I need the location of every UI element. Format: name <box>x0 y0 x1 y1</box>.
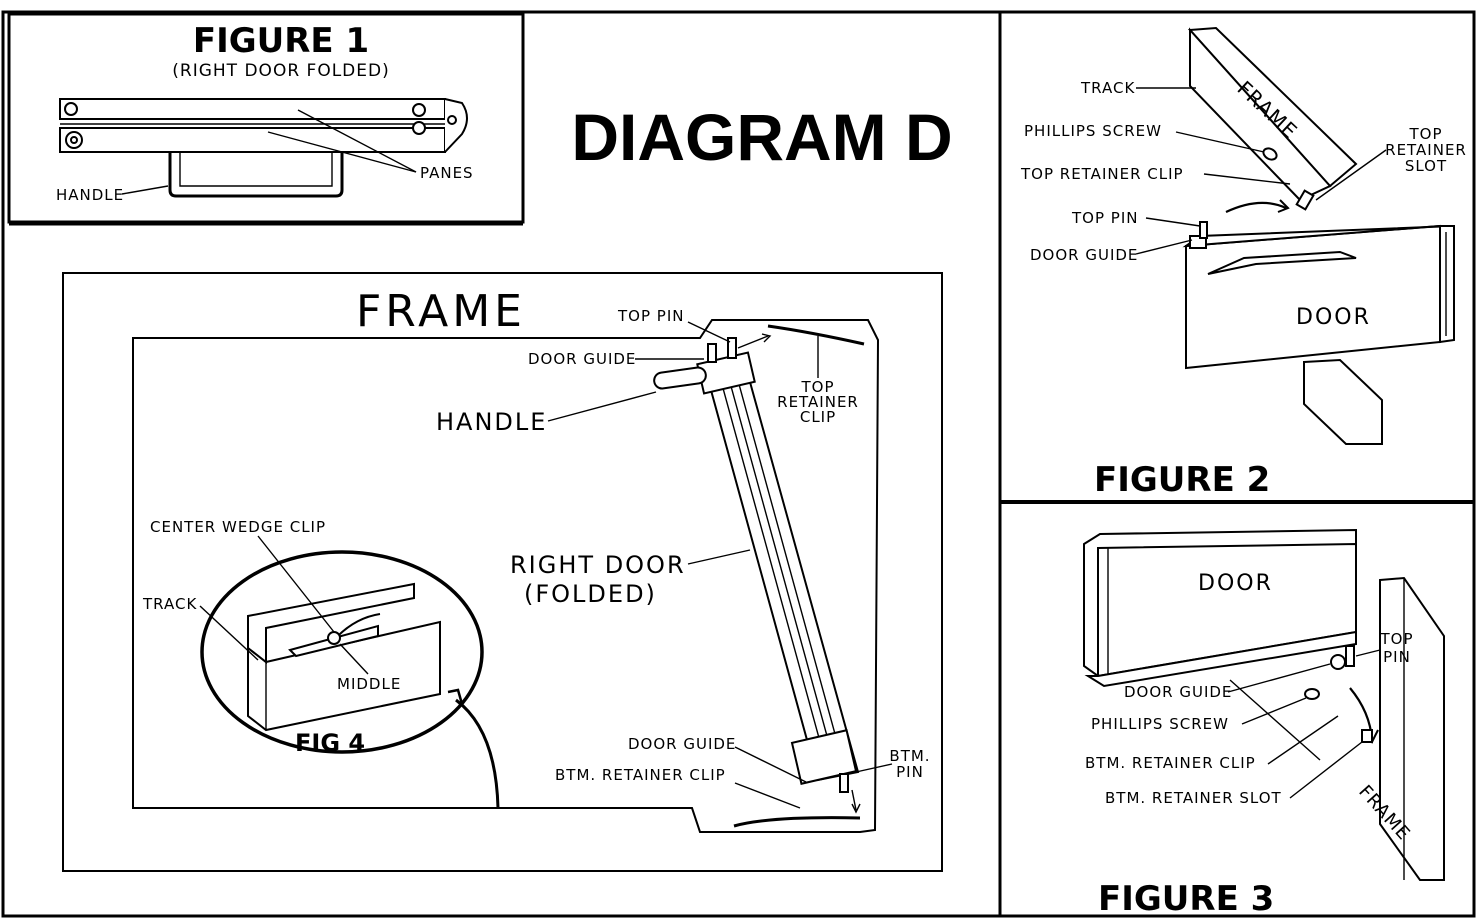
figure2-label-top-pin: TOP PIN <box>1071 209 1138 227</box>
figure4-label-middle: MIDDLE <box>337 675 401 693</box>
figure2-label-top-retainer-slot-1: TOP <box>1408 125 1442 143</box>
figure4-title: FIG 4 <box>295 729 365 757</box>
figure3-label-btm-retainer-slot: BTM. RETAINER SLOT <box>1105 789 1282 807</box>
figure2-label-top-retainer-clip: TOP RETAINER CLIP <box>1020 165 1184 183</box>
figure2-label-door-guide: DOOR GUIDE <box>1030 246 1138 264</box>
figure3-door-drawing <box>1083 528 1357 688</box>
figure3-label-top-pin-1: TOP <box>1379 630 1413 648</box>
figure3-panel: FRAME DOOR TOP PIN DOOR GUIDE PHILLIPS S… <box>1083 528 1445 919</box>
figure1-label-panes: PANES <box>420 164 474 182</box>
diagram-title: DIAGRAM D <box>571 100 952 174</box>
figure2-door-drawing <box>1182 221 1455 370</box>
figure2-title: FIGURE 2 <box>1094 460 1270 500</box>
main-label-btm-pin-2: PIN <box>896 763 924 781</box>
figure2-label-track: TRACK <box>1080 79 1135 97</box>
frame-title: FRAME <box>356 286 526 337</box>
figure4-callout: CENTER WEDGE CLIP TRACK MIDDLE FIG 4 <box>142 518 500 809</box>
main-frame-panel: FRAME TOP PIN DOOR GUIDE HANDLE TOP <box>62 272 943 872</box>
figure4-label-center-wedge-clip: CENTER WEDGE CLIP <box>150 518 326 536</box>
main-label-door-guide-bottom: DOOR GUIDE <box>628 735 736 753</box>
figure4-track-drawing <box>247 582 441 732</box>
figure1-border <box>7 12 525 224</box>
figure3-label-door-guide: DOOR GUIDE <box>1124 683 1232 701</box>
main-label-btm-pin-1: BTM. <box>889 747 930 765</box>
frame-outer <box>62 272 943 872</box>
figure1-subtitle: (RIGHT DOOR FOLDED) <box>172 61 389 81</box>
figure3-label-door: DOOR <box>1198 571 1273 596</box>
figure1-label-handle: HANDLE <box>56 186 124 204</box>
figure4-label-track: TRACK <box>142 595 197 613</box>
main-label-top-retainer-clip-1: TOP <box>800 378 834 396</box>
figure4-ellipse <box>200 550 484 754</box>
btm-retainer-clip-drawing <box>733 816 861 828</box>
figure3-label-phillips-screw: PHILLIPS SCREW <box>1091 715 1229 733</box>
figure1-title: FIGURE 1 <box>193 21 369 61</box>
figure2-panel: FRAME DOOR TRACK PHILLIPS SCREW TOP RETA… <box>1020 26 1467 500</box>
frame-opening <box>132 319 880 833</box>
main-label-handle: HANDLE <box>436 408 547 436</box>
outer-border <box>1 10 1476 918</box>
main-label-right-door-1: RIGHT DOOR <box>510 551 686 579</box>
figure2-label-phillips-screw: PHILLIPS SCREW <box>1024 122 1162 140</box>
main-label-right-door-2: (FOLDED) <box>524 580 657 608</box>
folded-panes-drawing <box>59 98 468 198</box>
right-door-folded <box>653 333 861 814</box>
figure2-label-door: DOOR <box>1296 305 1371 330</box>
main-label-btm-retainer-clip: BTM. RETAINER CLIP <box>555 766 726 784</box>
main-label-door-guide-top: DOOR GUIDE <box>528 350 636 368</box>
figure2-label-top-retainer-slot-2: RETAINER <box>1385 141 1467 159</box>
figure3-label-top-pin-2: PIN <box>1383 648 1411 666</box>
figure3-label-btm-retainer-clip: BTM. RETAINER CLIP <box>1085 754 1256 772</box>
figure2-label-top-retainer-slot-3: SLOT <box>1405 157 1447 175</box>
main-label-top-retainer-clip-3: CLIP <box>800 408 836 426</box>
main-label-top-pin: TOP PIN <box>617 307 684 325</box>
figure3-frame <box>1379 576 1445 881</box>
top-retainer-clip-drawing <box>767 324 865 346</box>
figure2-frame-bottom <box>1303 358 1383 445</box>
main-label-top-retainer-clip-2: RETAINER <box>777 393 859 411</box>
figure1-panel: FIGURE 1 (RIGHT DOOR FOLDED) HANDLE PANE… <box>7 12 525 226</box>
figure3-title: FIGURE 3 <box>1098 879 1274 918</box>
